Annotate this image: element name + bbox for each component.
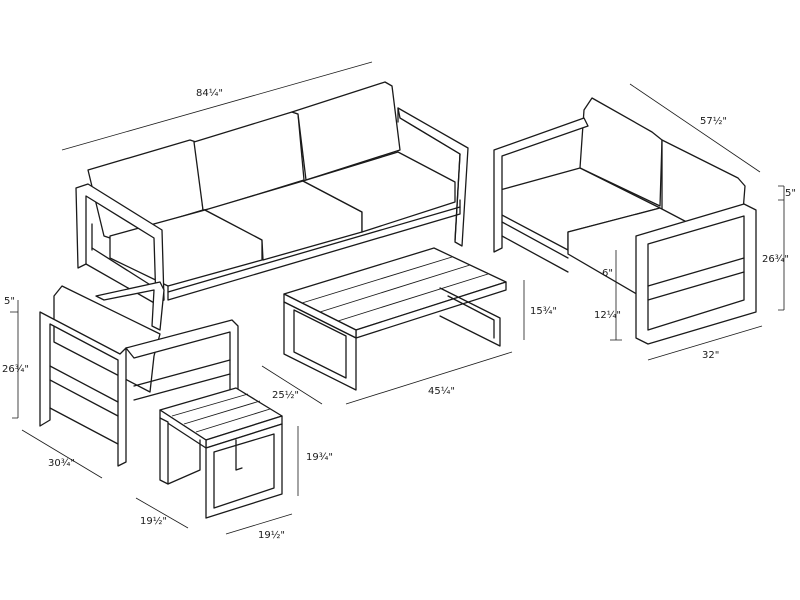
- loveseat-seat-height-label: 12¼": [594, 309, 621, 321]
- loveseat-length-label: 57½": [700, 115, 727, 127]
- dimension-labels: 84¼" 57½" 32" 5" 26¾" 6" 12¼" 15¾" 25½" …: [2, 87, 796, 541]
- side-table-width-label: 19½": [258, 529, 285, 541]
- chair-back-cushion: [53, 285, 161, 393]
- chair-arm-offset-label: 5": [4, 296, 15, 307]
- side-table-depth-label: 19½": [140, 515, 167, 527]
- loveseat-height-label: 26¾": [762, 254, 789, 265]
- table-length-label: 45¼": [428, 385, 455, 397]
- three-seat-sofa: [75, 81, 469, 305]
- loveseat: [493, 97, 757, 345]
- sofa-length-label: 84¼": [196, 87, 223, 99]
- chair-left-arm-frame: [39, 311, 127, 467]
- lounge-chair: [39, 281, 239, 467]
- coffee-table-leg-back: [439, 287, 501, 347]
- chair-back-arm-frame: [95, 281, 165, 331]
- chair-height-label: 26¾": [2, 364, 29, 375]
- sofa-back-cushion-right: [291, 81, 401, 181]
- table-height-label: 15¾": [530, 306, 557, 317]
- loveseat-left-arm-frame: [493, 117, 589, 253]
- side-table-leg-left: [159, 417, 169, 485]
- side-table: [159, 387, 283, 519]
- dimension-lines: [10, 61, 785, 535]
- loveseat-seat-cushion-label: 6": [602, 268, 613, 279]
- loveseat-arm-offset-label: 5": [785, 188, 796, 199]
- loveseat-depth-label: 32": [702, 350, 719, 361]
- table-depth-label: 25½": [272, 389, 299, 401]
- coffee-table: [283, 247, 507, 391]
- chair-depth-label: 30¾": [48, 458, 75, 469]
- side-table-height-label: 19¾": [306, 452, 333, 463]
- sofa-left-arm-frame: [75, 183, 165, 305]
- sofa-seat-cushion-right: [302, 151, 456, 233]
- side-table-leg-front: [205, 423, 283, 519]
- coffee-table-leg-front: [283, 301, 357, 391]
